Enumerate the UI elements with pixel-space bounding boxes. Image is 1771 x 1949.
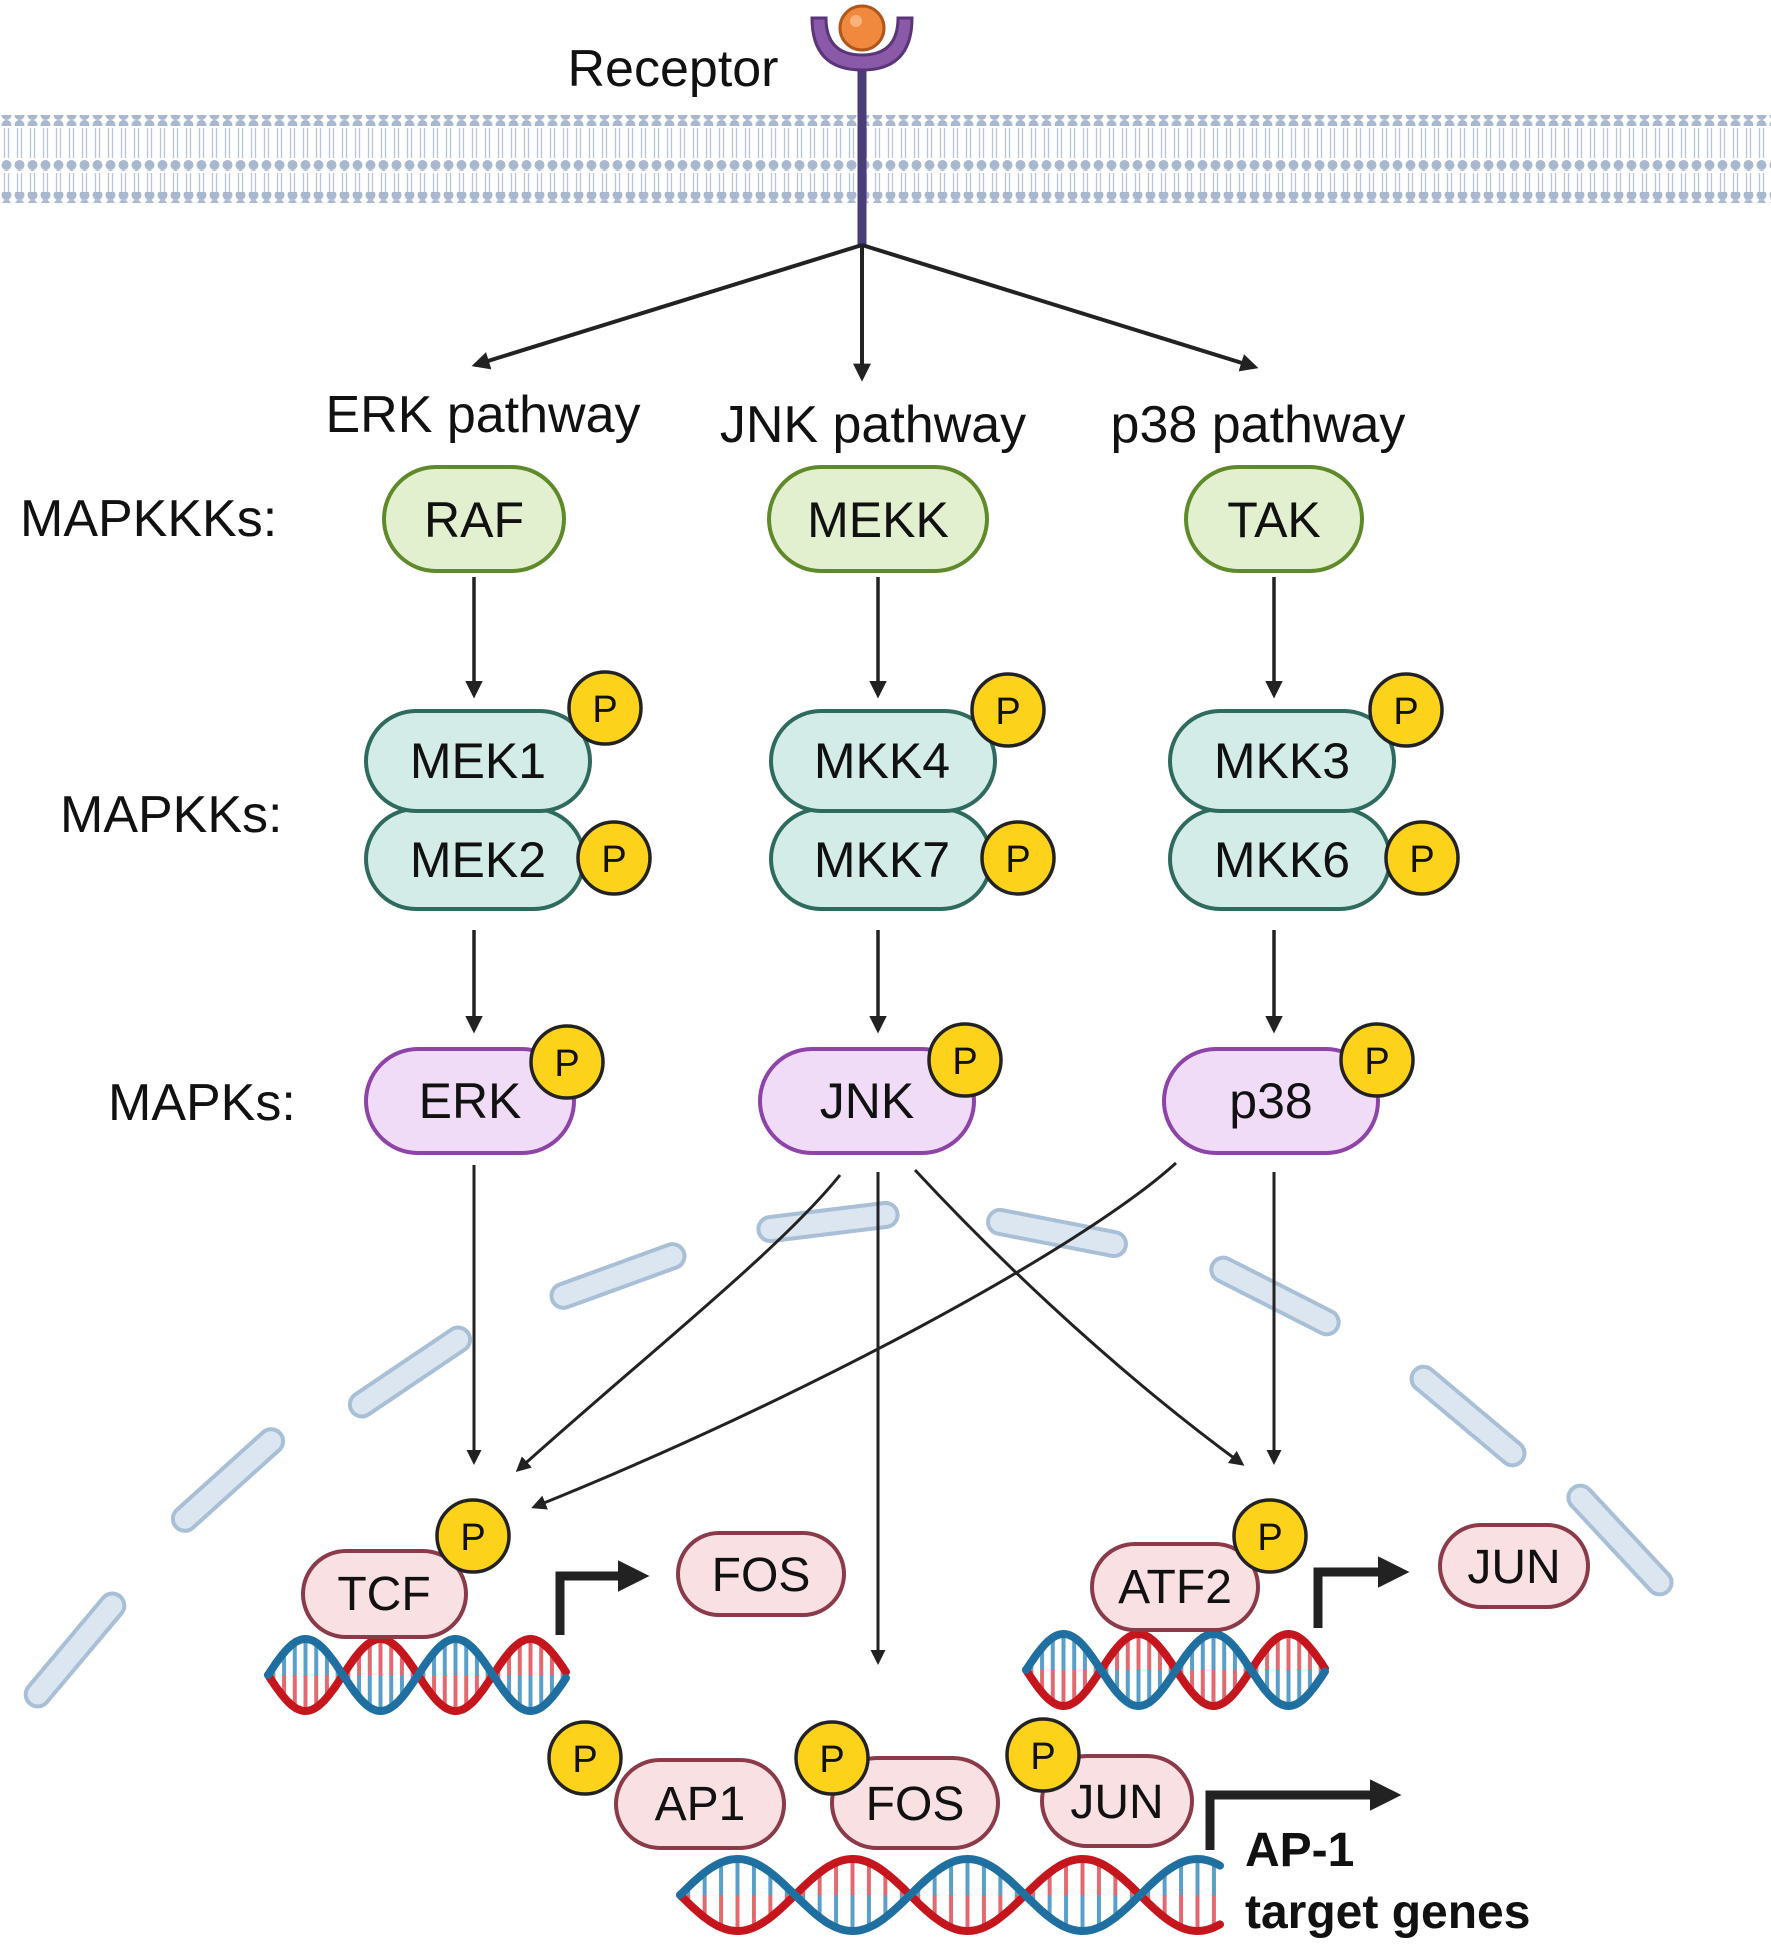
phospho-mek2-icon: P <box>576 820 652 896</box>
dna-atf2-icon <box>1022 1629 1329 1711</box>
svg-text:P: P <box>995 691 1020 733</box>
mkk7-label: MKK7 <box>814 832 950 888</box>
dna-strand <box>676 1854 1224 1936</box>
ap1-pill <box>614 1758 786 1850</box>
svg-text:P: P <box>1257 1517 1282 1559</box>
receptor: Receptor <box>568 4 914 245</box>
jnk-label: JNK <box>820 1073 914 1129</box>
mek2-label: MEK2 <box>410 832 546 888</box>
tcf-label: TCF <box>337 1568 430 1621</box>
ap1-target-label-line2: target genes <box>1245 1886 1530 1939</box>
ap1-jun-pill <box>1040 1754 1194 1848</box>
svg-text:P: P <box>819 1739 844 1781</box>
ap1-jun-label: JUN <box>1070 1776 1163 1829</box>
cell-membrane <box>0 115 1771 203</box>
erk-pathway-title: ERK pathway <box>325 386 640 444</box>
nuclear-envelope <box>23 1200 1674 1709</box>
p38-pathway-title: p38 pathway <box>1111 396 1406 454</box>
phospho-erk-icon: P <box>529 1024 605 1100</box>
receptor-cup-icon <box>810 16 914 72</box>
svg-text:P: P <box>1030 1736 1055 1778</box>
ap1-label: AP1 <box>655 1778 746 1831</box>
phospho-mek1-icon: P <box>567 670 643 746</box>
receptor-branch-arrows <box>471 243 1259 382</box>
jnk-pathway-title: JNK pathway <box>720 396 1026 454</box>
phospho-jun-icon: P <box>1005 1717 1081 1793</box>
phospho-mkk4-icon: P <box>970 672 1046 748</box>
svg-text:P: P <box>601 839 626 881</box>
svg-text:P: P <box>952 1041 977 1083</box>
mapk-jnk: JNK <box>758 1047 976 1155</box>
mapkkks-row-label: MAPKKKs: <box>20 490 277 548</box>
phospho-p38-icon: P <box>1339 1022 1415 1098</box>
arrow-jnk-to-tcf <box>515 1174 842 1473</box>
tcf-transcription-arrow <box>555 1560 650 1635</box>
ap1-transcription-arrow <box>1205 1779 1402 1850</box>
mkk4-label: MKK4 <box>814 733 950 789</box>
mekk-label: MEKK <box>807 492 949 548</box>
ap1-complex: AP1 FOS JUN <box>614 1754 1194 1850</box>
svg-text:P: P <box>1005 839 1030 881</box>
svg-text:P: P <box>1393 691 1418 733</box>
phospho-mkk6-icon: P <box>1384 820 1460 896</box>
phospho-badges: P P P P P P P P P P P P P P <box>435 670 1460 1796</box>
phospho-tcf-icon: P <box>435 1498 511 1574</box>
receptor-label: Receptor <box>568 40 779 98</box>
raf-label: RAF <box>424 492 524 548</box>
phospho-mkk7-icon: P <box>980 820 1056 896</box>
mapkk-mek-stack: MEK1 MEK2 <box>364 709 592 911</box>
arrow-p38-to-tcf <box>531 1161 1178 1510</box>
tf-tcf: TCF <box>301 1549 468 1639</box>
mapkkk-tak: TAK <box>1184 465 1364 573</box>
svg-text:P: P <box>592 689 617 731</box>
phospho-jnk-icon: P <box>927 1022 1003 1098</box>
ap1-fos-label: FOS <box>866 1778 965 1831</box>
dna-ap1-icon <box>676 1854 1224 1936</box>
phospho-ap1-icon: P <box>547 1720 623 1796</box>
ap1-target-label-line1: AP-1 <box>1245 1824 1354 1877</box>
ligand-icon <box>838 4 886 52</box>
mapk-erk: ERK <box>364 1047 576 1155</box>
mapks-row-label: MAPKs: <box>108 1074 296 1132</box>
arrow-jnk-to-atf2 <box>913 1168 1245 1466</box>
svg-text:P: P <box>460 1517 485 1559</box>
dna-strand <box>676 1854 1224 1936</box>
svg-text:P: P <box>1364 1041 1389 1083</box>
mkk6-label: MKK6 <box>1214 832 1350 888</box>
mapk-to-tf-arrows <box>466 1161 1282 1665</box>
mapkks-row-label: MAPKKs: <box>60 786 283 844</box>
dna-strand <box>1022 1629 1329 1711</box>
mapkk-mkk3-6-stack: MKK3 MKK6 <box>1168 709 1396 911</box>
erk-label: ERK <box>419 1073 522 1129</box>
atf2-label: ATF2 <box>1118 1561 1232 1614</box>
svg-text:P: P <box>554 1043 579 1085</box>
mapkk-mkk4-7-stack: MKK4 MKK7 <box>769 709 997 911</box>
jun-product-label: JUN <box>1467 1541 1560 1594</box>
mapkkk-raf: RAF <box>382 465 566 573</box>
product-fos: FOS <box>676 1531 846 1617</box>
phospho-atf2-icon: P <box>1232 1498 1308 1574</box>
svg-text:P: P <box>1409 839 1434 881</box>
mkk3-label: MKK3 <box>1214 733 1350 789</box>
atf2-transcription-arrow <box>1313 1556 1410 1628</box>
phospho-mkk3-icon: P <box>1368 672 1444 748</box>
ligand-highlight <box>850 15 862 27</box>
dna-tcf-icon <box>264 1634 570 1716</box>
ap1-fos-pill <box>830 1756 1000 1850</box>
tf-atf2: ATF2 <box>1090 1542 1260 1632</box>
p38-label: p38 <box>1229 1073 1312 1129</box>
mapkkk-mekk: MEKK <box>767 465 989 573</box>
arrow-to-p38-pathway <box>861 243 1259 372</box>
mek1-label: MEK1 <box>410 733 546 789</box>
svg-text:P: P <box>572 1739 597 1781</box>
dna-strand <box>264 1634 570 1716</box>
mapk-p38: p38 <box>1162 1047 1380 1155</box>
tak-label: TAK <box>1227 492 1321 548</box>
fos-product-label: FOS <box>712 1549 811 1602</box>
product-jun: JUN <box>1438 1523 1590 1609</box>
phospho-fos-icon: P <box>794 1720 870 1796</box>
arrow-to-erk-pathway <box>471 243 863 370</box>
